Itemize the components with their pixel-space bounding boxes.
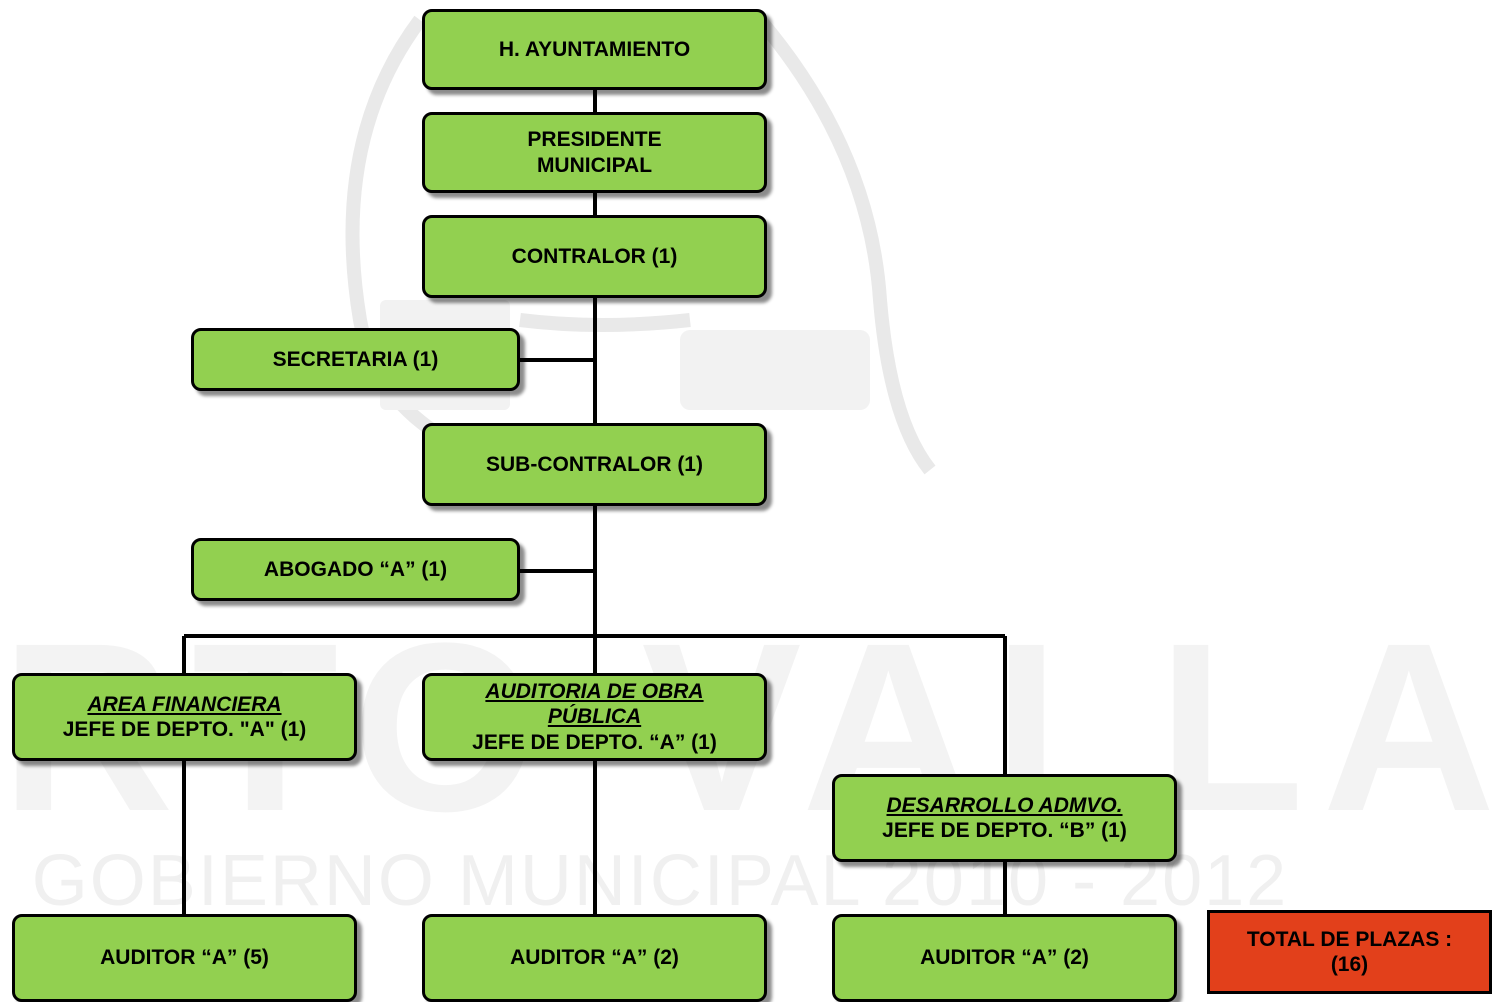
box-auditoria-obra-publica: AUDITORIA DE OBRA PÚBLICA JEFE DE DEPTO.… <box>422 673 767 761</box>
box-secretaria: SECRETARIA (1) <box>191 328 520 391</box>
label-area-financiera: AREA FINANCIERA <box>87 692 282 716</box>
label-secretaria: SECRETARIA (1) <box>272 347 439 371</box>
label-ayuntamiento: H. AYUNTAMIENTO <box>498 37 691 61</box>
label-auditor-obra: AUDITOR “A” (2) <box>510 946 679 970</box>
label-jefe-obra: JEFE DE DEPTO. “A” (1) <box>472 730 717 754</box>
box-total-plazas: TOTAL DE PLAZAS : (16) <box>1207 910 1492 994</box>
label-total-line2: (16) <box>1330 953 1369 976</box>
label-presidente-line1: PRESIDENTE <box>527 128 662 152</box>
label-auditor-admvo: AUDITOR “A” (2) <box>920 946 1089 970</box>
box-contralor: CONTRALOR (1) <box>422 215 767 298</box>
label-jefe-admvo: JEFE DE DEPTO. “B” (1) <box>882 819 1127 842</box>
box-abogado: ABOGADO “A” (1) <box>191 538 520 601</box>
label-subcontralor: SUB-CONTRALOR (1) <box>486 452 703 476</box>
box-auditor-admvo: AUDITOR “A” (2) <box>832 914 1177 1002</box>
label-jefe-financiera: JEFE DE DEPTO. "A" (1) <box>62 718 307 741</box>
box-auditor-obra: AUDITOR “A” (2) <box>422 914 767 1002</box>
label-area-admvo: DESARROLLO ADMVO. <box>886 793 1123 817</box>
label-area-obra: AUDITORIA DE OBRA PÚBLICA <box>485 680 704 729</box>
box-ayuntamiento: H. AYUNTAMIENTO <box>422 9 767 90</box>
box-subcontralor: SUB-CONTRALOR (1) <box>422 423 767 506</box>
label-total-line1: TOTAL DE PLAZAS : <box>1246 927 1453 951</box>
box-presidente-municipal: PRESIDENTE MUNICIPAL <box>422 112 767 193</box>
box-auditor-financiera: AUDITOR “A” (5) <box>12 914 357 1002</box>
label-abogado: ABOGADO “A” (1) <box>263 557 448 581</box>
label-contralor: CONTRALOR (1) <box>511 244 678 268</box>
box-desarrollo-admvo: DESARROLLO ADMVO. JEFE DE DEPTO. “B” (1) <box>832 774 1177 862</box>
box-area-financiera: AREA FINANCIERA JEFE DE DEPTO. "A" (1) <box>12 673 357 761</box>
label-presidente-line2: MUNICIPAL <box>536 153 653 177</box>
label-auditor-financiera: AUDITOR “A” (5) <box>100 946 269 970</box>
